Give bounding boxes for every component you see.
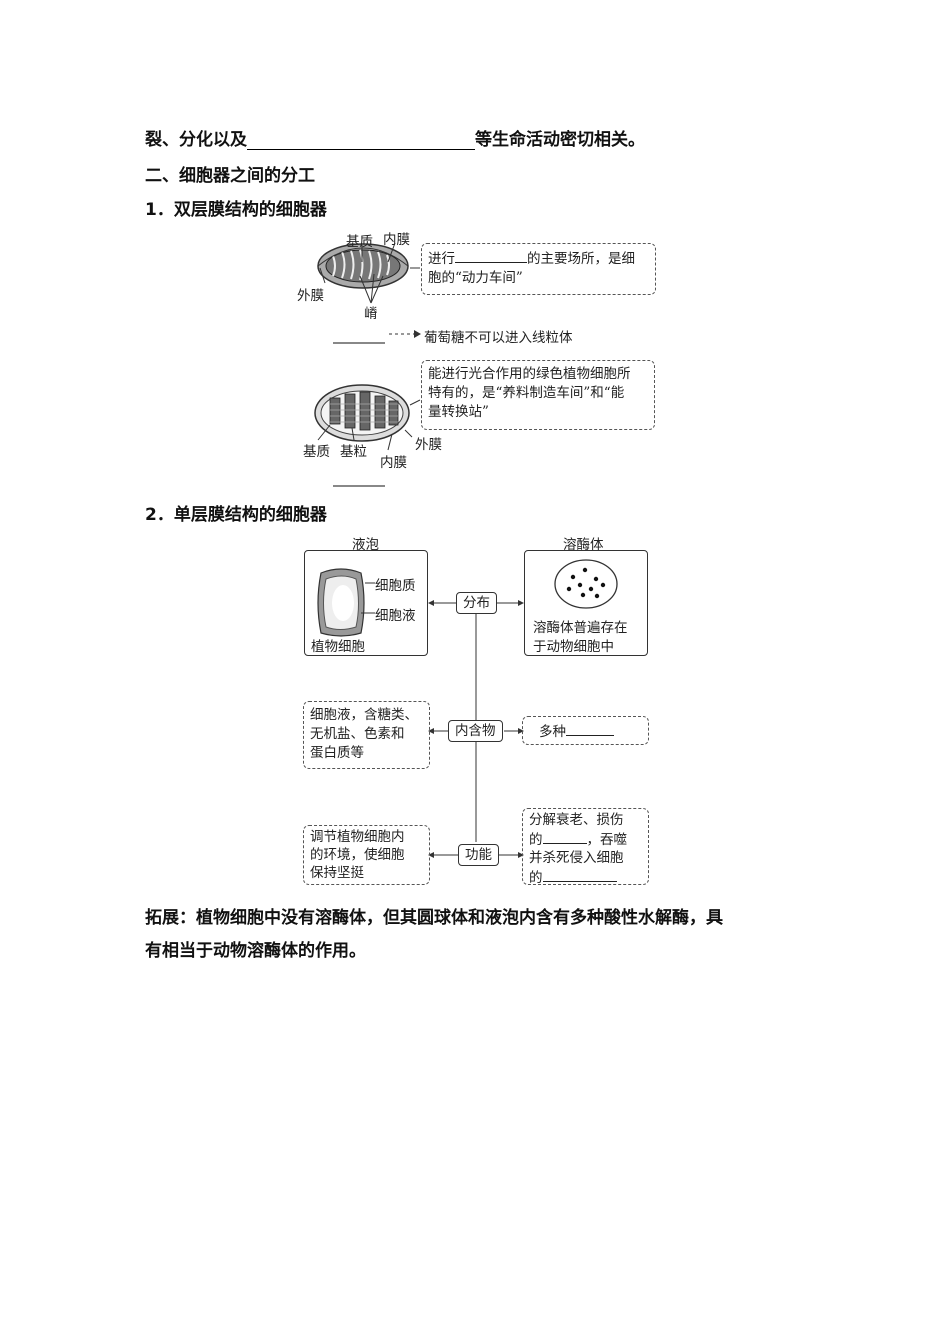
chloro-desc-line2: 特有的，是“养料制造车间”和“能 bbox=[428, 385, 625, 401]
vac-func-line2: 的环境，使细胞 bbox=[310, 847, 405, 863]
mito-label-matrix: 基质 bbox=[346, 234, 373, 250]
mito-label-inner-membrane: 内膜 bbox=[383, 232, 410, 248]
chloroplast-illustration bbox=[314, 384, 410, 442]
lysosome-contents-box: 多种 bbox=[522, 716, 649, 745]
vac-contents-line1: 细胞液，含糖类、 bbox=[310, 707, 418, 723]
fill-blank bbox=[542, 867, 617, 882]
glucose-note: 葡萄糖不可以进入线粒体 bbox=[424, 330, 573, 346]
chloro-label-inner-membrane: 内膜 bbox=[380, 455, 407, 471]
tag-function: 功能 bbox=[458, 844, 499, 866]
fill-blank bbox=[247, 131, 475, 150]
chloro-label-grana: 基粒 bbox=[340, 444, 367, 460]
tag-contents: 内含物 bbox=[448, 720, 503, 742]
lysosome-box: 溶酶体普遍存在 于动物细胞中 bbox=[524, 550, 648, 656]
lyso-func-line4-pre: 的 bbox=[529, 870, 543, 886]
mitochondrion-illustration bbox=[317, 243, 409, 289]
vac-contents-line3: 蛋白质等 bbox=[310, 745, 364, 761]
extension-line-2: 有相当于动物溶酶体的作用。 bbox=[145, 941, 366, 961]
extension-line-1: 拓展：植物细胞中没有溶酶体，但其圆球体和液泡内含有多种酸性水解酶，具 bbox=[145, 903, 723, 928]
lyso-func-line2-post: ，吞噬 bbox=[586, 832, 628, 848]
lyso-contents-text: 多种 bbox=[539, 724, 566, 740]
chloro-desc-line3: 量转换站” bbox=[428, 404, 489, 420]
extension-text-1: 植物细胞中没有溶酶体，但其圆球体和液泡内含有多种酸性水解酶，具 bbox=[196, 908, 723, 928]
lysosome-title: 溶酶体 bbox=[563, 537, 604, 553]
chloro-desc-line1: 能进行光合作用的绿色植物细胞所 bbox=[428, 366, 631, 382]
mito-desc-line2: 胞的“动力车间” bbox=[428, 270, 523, 286]
fill-blank bbox=[455, 248, 527, 263]
section-heading: 二、细胞器之间的分工 bbox=[145, 166, 315, 186]
text-line-1: 裂、分化以及 等生命活动密切相关。 bbox=[145, 125, 645, 150]
label-plant-cell: 植物细胞 bbox=[311, 639, 365, 655]
vac-contents-line2: 无机盐、色素和 bbox=[310, 726, 405, 742]
extension-label: 拓展： bbox=[145, 908, 196, 928]
mito-description-box: 进行 的主要场所，是细 胞的“动力车间” bbox=[421, 243, 656, 295]
lyso-func-line2-pre: 的 bbox=[529, 832, 543, 848]
lyso-func-line3: 并杀死侵入细胞 bbox=[529, 850, 624, 866]
subheading-single-membrane: 2．单层膜结构的细胞器 bbox=[145, 505, 327, 525]
vacuole-title: 液泡 bbox=[352, 537, 379, 553]
line1-start: 裂、分化以及 bbox=[145, 130, 247, 150]
mito-desc-post: 的主要场所，是细 bbox=[527, 251, 635, 267]
mito-label-outer-membrane: 外膜 bbox=[297, 288, 324, 304]
vacuole-function-box: 调节植物细胞内 的环境，使细胞 保持坚挺 bbox=[303, 825, 430, 885]
vac-func-line3: 保持坚挺 bbox=[310, 865, 364, 881]
subheading-double-membrane: 1．双层膜结构的细胞器 bbox=[145, 200, 327, 220]
tag-distribution: 分布 bbox=[456, 592, 497, 614]
label-cell-sap: 细胞液 bbox=[375, 608, 416, 624]
mito-label-cristae: 嵴 bbox=[364, 306, 378, 322]
plant-cell-icon bbox=[317, 568, 375, 637]
mito-desc-pre: 进行 bbox=[428, 251, 455, 267]
label-cytoplasm: 细胞质 bbox=[375, 578, 416, 594]
chloro-label-stroma: 基质 bbox=[303, 444, 330, 460]
chloro-label-outer-membrane: 外膜 bbox=[415, 437, 442, 453]
fill-blank bbox=[542, 829, 587, 844]
fill-blank bbox=[566, 721, 614, 736]
vacuole-contents-box: 细胞液，含糖类、 无机盐、色素和 蛋白质等 bbox=[303, 701, 430, 769]
vac-func-line1: 调节植物细胞内 bbox=[310, 829, 405, 845]
lysosome-icon bbox=[554, 559, 618, 609]
lysosome-function-box: 分解衰老、损伤 的 ，吞噬 并杀死侵入细胞 的 bbox=[522, 808, 649, 886]
lyso-func-line1: 分解衰老、损伤 bbox=[529, 812, 624, 828]
lysosome-desc-line1: 溶酶体普遍存在 bbox=[533, 620, 628, 636]
line1-end: 等生命活动密切相关。 bbox=[475, 130, 645, 150]
lysosome-desc-line2: 于动物细胞中 bbox=[533, 639, 614, 655]
vacuole-box: 细胞质 细胞液 植物细胞 bbox=[304, 550, 428, 656]
chloroplast-description-box: 能进行光合作用的绿色植物细胞所 特有的，是“养料制造车间”和“能 量转换站” bbox=[421, 360, 655, 430]
